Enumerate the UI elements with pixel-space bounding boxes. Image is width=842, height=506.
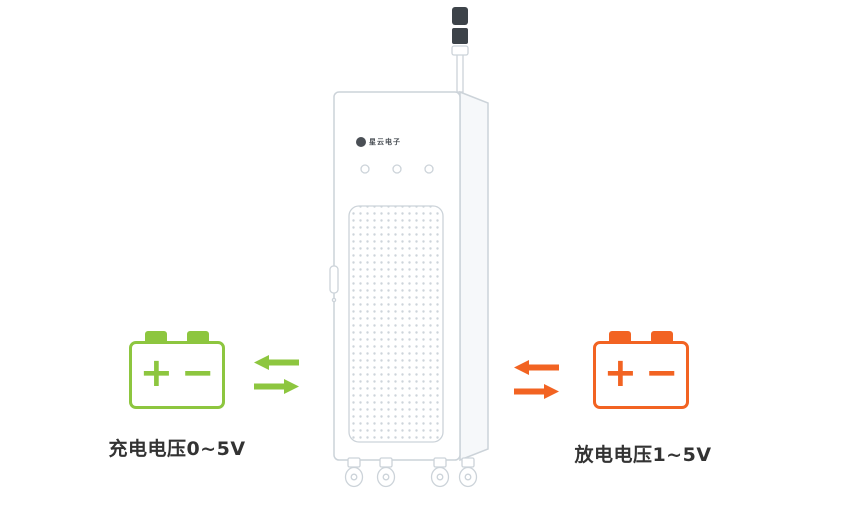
battery-minus-symbol: − [180, 350, 215, 396]
indicator-lights [360, 164, 434, 174]
battery-plus-symbol: + [139, 350, 174, 396]
charge-voltage-label: 充电电压0~5V [108, 438, 246, 460]
battery-terminal [145, 331, 167, 341]
charge-arrow-right-icon [254, 379, 299, 394]
battery-minus-symbol: − [644, 350, 679, 396]
discharge-arrow-right-icon [514, 384, 559, 399]
brand-logo-icon [356, 137, 366, 147]
ventilation-grille [348, 205, 444, 443]
battery-terminal [187, 331, 209, 341]
casters [344, 457, 478, 488]
discharge-voltage-label: 放电电压1~5V [574, 444, 712, 466]
signal-tower-icon [451, 7, 469, 93]
charge-arrow-left-icon [254, 355, 299, 370]
charge-battery-icon: + − [129, 331, 225, 409]
battery-plus-symbol: + [603, 350, 638, 396]
discharge-arrow-left-icon [514, 360, 559, 375]
battery-terminal [609, 331, 631, 341]
brand-logo-text: 星云电子 [369, 138, 401, 146]
door-handle [329, 265, 339, 303]
battery-terminal [651, 331, 673, 341]
discharge-battery-icon: + − [593, 331, 689, 409]
cabinet-side-panel [459, 90, 489, 462]
brand-logo: 星云电子 [356, 137, 401, 147]
